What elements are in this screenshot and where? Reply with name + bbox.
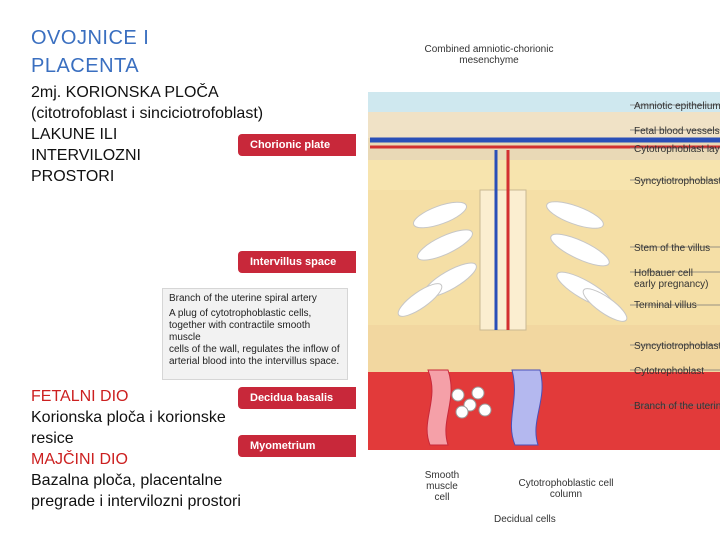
fetal-line: resice xyxy=(31,430,74,447)
label-decidual: Decidual cells xyxy=(494,514,556,525)
label-amniotic: Amniotic epithelium xyxy=(634,101,720,112)
callout-heading: Branch of the uterine spiral artery xyxy=(169,293,317,304)
leader-lines xyxy=(630,104,720,406)
callout-line: arterial blood into the intervillus spac… xyxy=(169,356,340,367)
callout-line: together with contractile smooth muscle xyxy=(169,320,311,343)
label-syncytio-bottom: Syncytiotrophoblast xyxy=(634,341,720,352)
label-line: Hofbauer cell xyxy=(634,268,693,279)
terminal-villi xyxy=(397,201,628,322)
page-title: OVOJNICE I PLACENTA xyxy=(31,24,251,80)
label-cytotroph-layer: Cytotrophoblast layer xyxy=(634,144,720,155)
spiral-artery-callout: Branch of the uterine spiral artery A pl… xyxy=(162,288,348,380)
intro-text: 2mj. KORIONSKA PLOČA (citotrofoblast i s… xyxy=(31,82,321,187)
label-line: muscle xyxy=(426,481,458,492)
label-line: Cytotrophoblastic cell xyxy=(518,478,614,489)
label-cyto-column: Cytotrophoblastic cell column xyxy=(518,478,614,500)
title-line-2: PLACENTA xyxy=(31,55,140,77)
label-smooth-muscle: Smooth muscle cell xyxy=(424,470,460,503)
cytotrophoblast-layer xyxy=(368,138,720,160)
amnion-layer xyxy=(368,92,720,112)
intro-line: 2mj. KORIONSKA PLOČA xyxy=(31,84,219,101)
label-line: column xyxy=(549,489,583,500)
fetal-heading: FETALNI DIO xyxy=(31,388,129,405)
maternal-line: pregrade i intervilozni prostori xyxy=(31,493,241,510)
label-line: Combined amniotic-chorionic xyxy=(424,44,554,55)
spiral-artery xyxy=(426,369,452,446)
label-line: early pregnancy) xyxy=(634,279,709,290)
badge-decidua-basalis: Decidua basalis xyxy=(238,387,356,409)
decidual-cells xyxy=(451,386,492,419)
title-line-1: OVOJNICE I xyxy=(31,27,150,49)
label-branch-uterine: Branch of the uterine xyxy=(634,401,720,412)
myometrium-layer xyxy=(368,370,720,450)
label-hofbauer: Hofbauer cell early pregnancy) xyxy=(634,268,720,290)
label-mesenchyme: Combined amniotic-chorionic mesenchyme xyxy=(424,44,554,66)
badge-chorionic-plate: Chorionic plate xyxy=(238,134,356,156)
intro-line: LAKUNE ILI xyxy=(31,126,118,143)
mesenchyme-layer xyxy=(368,112,720,138)
maternal-heading: MAJČINI DIO xyxy=(31,451,128,468)
syncytio-layer xyxy=(368,160,720,190)
intro-line: PROSTORI xyxy=(31,168,115,185)
label-stem: Stem of the villus xyxy=(634,243,711,254)
parts-description: FETALNI DIO Korionska ploča i korionske … xyxy=(31,386,291,512)
decidua-layer xyxy=(368,322,720,372)
fetal-line: Korionska ploča i korionske xyxy=(31,409,226,426)
label-cytotroph-bottom: Cytotrophoblast xyxy=(634,366,705,377)
uterine-vein xyxy=(510,369,543,446)
badge-intervillus-space: Intervillus space xyxy=(238,251,356,273)
label-line: mesenchyme xyxy=(459,55,519,66)
label-line: cell xyxy=(434,492,450,503)
label-line: Smooth xyxy=(424,470,460,481)
maternal-line: Bazalna ploča, placentalne xyxy=(31,472,223,489)
intro-line: (citotrofoblast i sinciciotrofoblast) xyxy=(31,105,264,122)
label-terminal: Terminal villus xyxy=(634,300,697,311)
badge-myometrium: Myometrium xyxy=(238,435,356,457)
callout-line: A plug of cytotrophoblastic cells, xyxy=(169,308,312,319)
label-fetal-vessels: Fetal blood vessels xyxy=(634,126,720,137)
label-syncytio-top: Syncytiotrophoblast xyxy=(634,176,720,187)
callout-line: cells of the wall, regulates the inflow … xyxy=(169,344,340,355)
stem-villus xyxy=(479,189,527,331)
intro-line: INTERVILOZNI xyxy=(31,147,141,164)
